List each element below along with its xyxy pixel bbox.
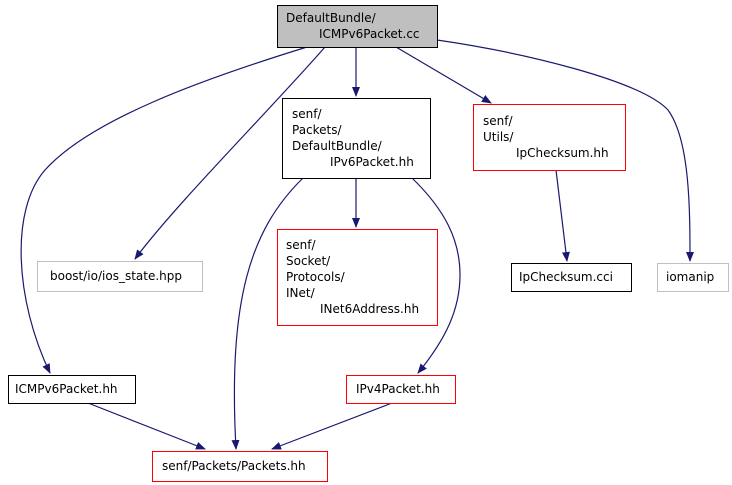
node-box: [657, 263, 729, 292]
node-root: DefaultBundle/ICMPv6Packet.cc: [277, 5, 438, 48]
edge-ipchecksum_hh-to-ipchecksum_cci: [555, 169, 570, 262]
node-label-line: IpChecksum.hh: [516, 146, 609, 160]
edge-ipv4-to-packets: [271, 402, 393, 450]
node-ipv4[interactable]: IPv4Packet.hh: [346, 375, 456, 404]
node-box: [8, 375, 136, 404]
edge-ipv6-to-packets: [231, 177, 304, 450]
node-label-line: INet/: [286, 286, 316, 300]
node-label-line: boost/io/ios_state.hpp: [50, 269, 182, 283]
node-label-line: Utils/: [483, 130, 514, 144]
edge-ipv6-to-ipv4: [411, 177, 461, 374]
node-ipchecksum_cci[interactable]: IpChecksum.cci: [511, 263, 632, 292]
edge-root-to-iomanip: [436, 39, 694, 262]
edge-root-to-icmpv6_hh: [20, 46, 308, 374]
node-box: [282, 98, 431, 179]
node-label-line: Packets/: [292, 123, 343, 137]
node-label-line: INet6Address.hh: [320, 302, 419, 316]
node-label-line: IPv6Packet.hh: [330, 155, 414, 169]
node-ios_state[interactable]: boost/io/ios_state.hpp: [37, 261, 203, 292]
node-box: [473, 104, 626, 171]
node-ipv6[interactable]: senf/Packets/DefaultBundle/IPv6Packet.hh: [282, 98, 431, 179]
node-label-line: senf/Packets/Packets.hh: [162, 459, 306, 473]
edge-icmpv6_hh-to-packets: [87, 402, 206, 450]
node-label-line: IPv4Packet.hh: [356, 382, 440, 396]
node-ipchecksum_hh[interactable]: senf/Utils/IpChecksum.hh: [473, 104, 626, 171]
node-icmpv6_hh[interactable]: ICMPv6Packet.hh: [8, 375, 136, 404]
node-label-line: DefaultBundle/: [292, 139, 383, 153]
node-box: [152, 451, 328, 482]
node-label-line: IpChecksum.cci: [519, 270, 613, 284]
node-label-line: senf/: [292, 107, 322, 121]
node-inet6[interactable]: senf/Socket/Protocols/INet/INet6Address.…: [277, 229, 438, 326]
node-label-line: senf/: [483, 114, 513, 128]
edge-root-to-ipchecksum_hh: [395, 46, 492, 104]
node-box: [277, 5, 438, 48]
edge-root-to-ios_state: [134, 46, 326, 260]
edges: [20, 39, 694, 450]
node-box: [37, 261, 203, 292]
nodes: DefaultBundle/ICMPv6Packet.cc senf/Packet…: [8, 5, 729, 482]
node-label-line: iomanip: [666, 270, 714, 284]
node-label-line: ICMPv6Packet.cc: [319, 27, 420, 41]
node-label-line: ICMPv6Packet.hh: [15, 382, 118, 396]
node-label-line: Protocols/: [286, 270, 346, 284]
node-label-line: DefaultBundle/: [286, 11, 377, 25]
node-label-line: senf/: [286, 238, 316, 252]
node-iomanip[interactable]: iomanip: [657, 263, 729, 292]
node-box: [277, 229, 438, 326]
node-box: [346, 375, 456, 404]
node-packets[interactable]: senf/Packets/Packets.hh: [152, 451, 328, 482]
node-box: [511, 263, 632, 292]
node-label-line: Socket/: [286, 254, 331, 268]
